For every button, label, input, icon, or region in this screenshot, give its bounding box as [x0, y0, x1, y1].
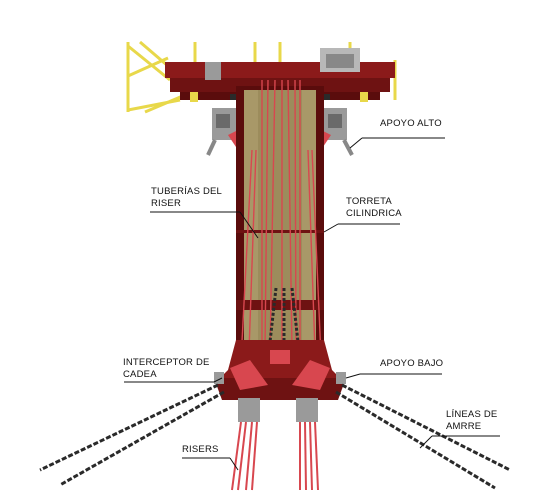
upper-bearing — [206, 108, 354, 156]
leader-lines — [124, 137, 500, 471]
lower-risers — [231, 398, 319, 491]
label-apoyo-alto: APOYO ALTO — [380, 118, 442, 129]
label-tuberias-line1: TUBERÍAS DEL — [151, 186, 223, 197]
label-lineas-line1: LÍNEAS DE — [446, 409, 498, 420]
label-tuberias-line2: RISER — [151, 198, 182, 209]
label-torreta-line1: TORRETA — [346, 196, 392, 207]
mooring-lines — [39, 383, 511, 490]
label-interceptor-line2: CADEA — [123, 369, 157, 380]
label-lineas-line2: AMRRE — [446, 421, 482, 432]
label-interceptor-line1: INTERCEPTOR DE — [123, 357, 210, 368]
lower-section — [214, 340, 346, 400]
label-risers: RISERS — [182, 444, 219, 455]
label-apoyo-bajo: APOYO BAJO — [380, 358, 444, 369]
label-torreta-line2: CILINDRICA — [346, 208, 402, 219]
